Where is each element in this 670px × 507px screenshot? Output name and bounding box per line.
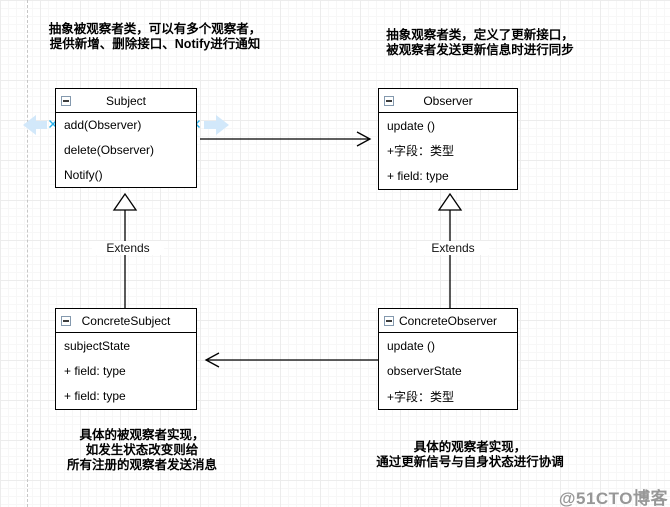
class-box-subject[interactable]: Subject add(Observer) delete(Observer) N… <box>55 88 197 188</box>
note-line: 通过更新信号与自身状态进行协调 <box>376 455 564 469</box>
open-arrowhead-icon <box>356 131 372 147</box>
class-member: update () <box>387 338 436 353</box>
note-line: 抽象被观察者类，可以有多个观察者， <box>48 22 262 36</box>
hover-arrow-left-icon[interactable] <box>23 115 47 135</box>
note-concrete-subject-description[interactable]: 具体的被观察者实现， 如发生状态改变则给 所有注册的观察者发送消息 <box>22 428 262 473</box>
extends-label-right[interactable]: Extends <box>417 241 489 255</box>
class-box-observer[interactable]: Observer update () +字段：类型 + field: type <box>378 88 518 190</box>
hover-arrow-right-icon[interactable] <box>204 115 229 135</box>
note-subject-description[interactable]: 抽象被观察者类，可以有多个观察者， 提供新增、删除接口、Notify进行通知 <box>30 22 280 52</box>
class-member: +字段：类型 <box>387 389 455 404</box>
class-title: Observer <box>423 93 473 108</box>
class-member: delete(Observer) <box>64 143 155 157</box>
note-line: 如发生状态改变则给 <box>85 443 199 457</box>
hollow-triangle-icon <box>112 192 138 211</box>
collapse-minus-icon[interactable] <box>61 315 71 326</box>
class-member: subjectState <box>64 338 131 353</box>
class-box-concrete-observer[interactable]: ConcreteObserver update () observerState… <box>378 308 518 410</box>
note-line: 抽象观察者类，定义了更新接口， <box>386 28 574 42</box>
collapse-minus-icon[interactable] <box>384 315 394 326</box>
note-line: 具体的观察者实现， <box>413 440 527 454</box>
collapse-minus-icon[interactable] <box>384 95 394 106</box>
open-arrowhead-icon <box>204 352 220 368</box>
class-member: + field: type <box>64 389 126 404</box>
extends-label-left[interactable]: Extends <box>92 241 164 255</box>
class-member: +字段：类型 <box>387 144 455 159</box>
class-member: observerState <box>387 363 462 378</box>
page-boundary-dashed-line <box>27 0 28 507</box>
class-member: + field: type <box>64 363 126 378</box>
note-line: 所有注册的观察者发送消息 <box>66 458 217 472</box>
collapse-minus-icon[interactable] <box>61 95 71 106</box>
class-header: ConcreteObserver <box>379 309 517 333</box>
class-member: add(Observer) <box>64 118 142 133</box>
edge-concrete-subject-extends-subject[interactable] <box>112 192 138 308</box>
note-concrete-observer-description[interactable]: 具体的观察者实现， 通过更新信号与自身状态进行协调 <box>350 440 590 470</box>
note-line: 提供新增、删除接口、Notify进行通知 <box>49 37 261 51</box>
class-header: ConcreteSubject <box>56 309 196 333</box>
edge-concrete-observer-to-concrete-subject[interactable] <box>204 352 378 368</box>
watermark-51cto: @51CTO博客 <box>558 489 668 507</box>
note-line: 被观察者发送更新信息时进行同步 <box>386 43 574 57</box>
note-line: 具体的被观察者实现， <box>79 428 205 442</box>
class-member: Notify() <box>64 167 103 182</box>
class-title: Subject <box>105 93 147 108</box>
edge-concrete-observer-extends-observer[interactable] <box>437 192 463 308</box>
class-title: ConcreteObserver <box>398 313 498 328</box>
hollow-triangle-icon <box>437 192 463 211</box>
class-box-concrete-subject[interactable]: ConcreteSubject subjectState + field: ty… <box>55 308 197 410</box>
edge-subject-to-observer[interactable] <box>200 131 372 147</box>
class-title: ConcreteSubject <box>81 313 171 328</box>
class-member: update () <box>387 118 436 133</box>
class-header: Subject <box>56 89 196 113</box>
class-member: + field: type <box>387 169 449 184</box>
note-observer-description[interactable]: 抽象观察者类，定义了更新接口， 被观察者发送更新信息时进行同步 <box>360 28 600 58</box>
class-header: Observer <box>379 89 517 113</box>
